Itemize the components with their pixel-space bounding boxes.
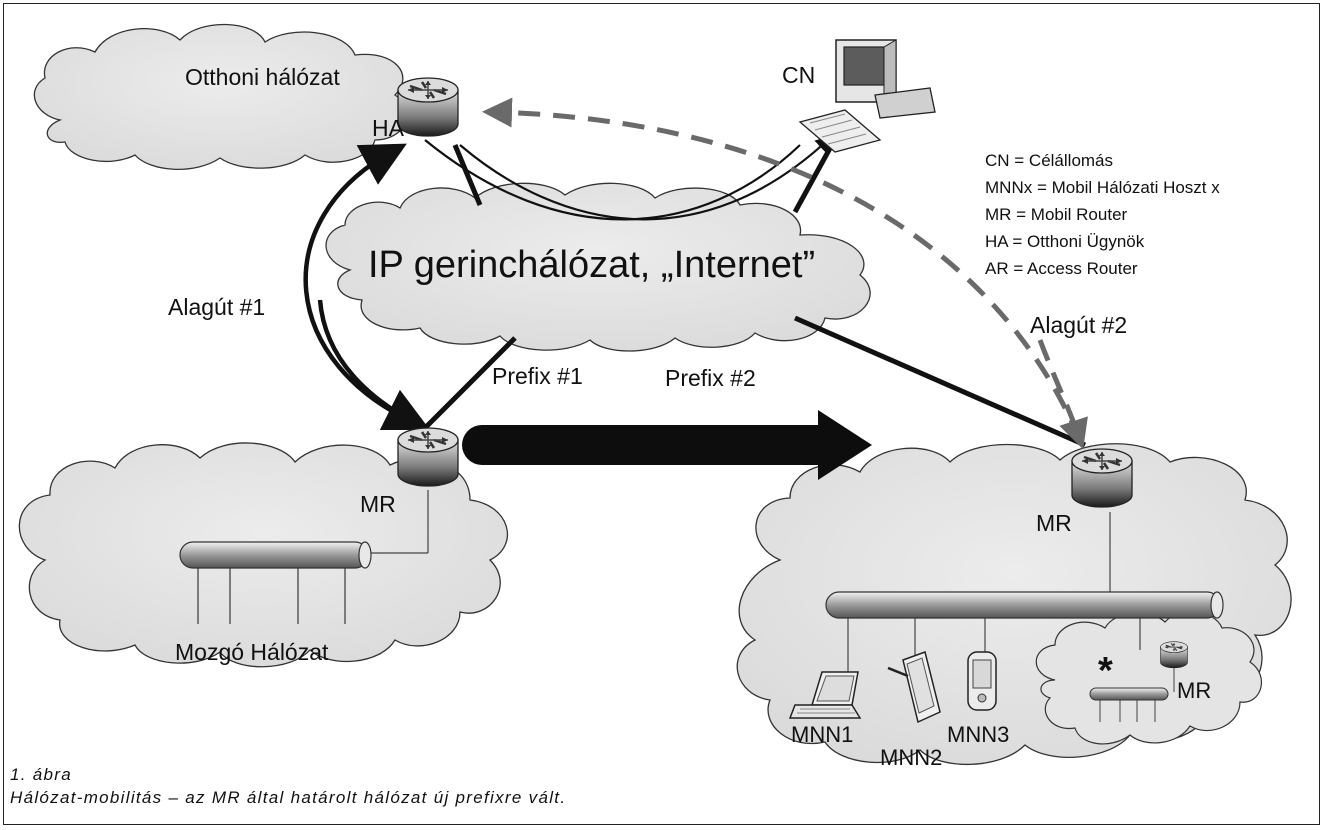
legend-item: MNNx = Mobil Hálózati Hoszt x	[985, 178, 1220, 197]
mr-old-label: MR	[360, 491, 396, 517]
prefix2-label: Prefix #2	[665, 365, 756, 391]
legend: CN = Célállomás MNNx = Mobil Hálózati Ho…	[985, 151, 1220, 278]
lan-segment-nested	[1089, 668, 1175, 722]
mnn3-label: MNN3	[947, 722, 1009, 747]
figure-caption: 1. ábra Hálózat-mobilitás – az MR által …	[10, 763, 566, 809]
tunnel2-label: Alagút #2	[1030, 312, 1127, 338]
nested-network-marker: *	[1098, 650, 1113, 692]
link-prefix1	[423, 336, 517, 430]
router-mr-old-icon	[396, 426, 460, 488]
mr-new-label: MR	[1036, 510, 1072, 536]
laptop-icon	[788, 671, 862, 719]
link-prefix2	[793, 315, 1087, 448]
legend-item: AR = Access Router	[985, 259, 1138, 278]
internet-label: IP gerinchálózat, „Internet”	[368, 244, 815, 286]
movement-arrow	[462, 410, 872, 480]
mr-nested-label: MR	[1177, 678, 1211, 703]
mnn2-label: MNN2	[880, 745, 942, 770]
link-internet-ha-left	[452, 144, 483, 206]
legend-item: CN = Célállomás	[985, 151, 1113, 170]
legend-item: HA = Otthoni Ügynök	[985, 232, 1145, 251]
ha-label: HA	[372, 115, 405, 141]
mnn1-label: MNN1	[791, 722, 853, 747]
pda-icon	[967, 651, 997, 711]
prefix1-label: Prefix #1	[492, 363, 583, 389]
router-mr-new-icon	[1070, 447, 1134, 509]
tunnel2-dashed-arrow	[482, 97, 1083, 441]
home-network-label: Otthoni hálózat	[185, 64, 340, 90]
legend-item: MR = Mobil Router	[985, 205, 1128, 224]
home-network-cloud	[33, 23, 409, 170]
internet-cloud	[325, 182, 871, 352]
path-cn-ha	[424, 139, 801, 221]
figure-caption-text: Hálózat-mobilitás – az MR által határolt…	[10, 788, 567, 807]
mobile-network-label: Mozgó Hálózat	[175, 639, 329, 665]
figure-number: 1. ábra	[10, 765, 73, 784]
router-mr-nested-icon	[1159, 641, 1189, 669]
computer-icon	[798, 39, 936, 153]
cn-label: CN	[782, 62, 815, 88]
lan-segment-new	[825, 512, 1224, 675]
tablet-icon	[887, 651, 941, 724]
tunnel1-label: Alagút #1	[168, 294, 265, 320]
tunnel1-arrow-back	[317, 299, 431, 431]
tunnel2-dashed-arrow-end	[1037, 339, 1088, 450]
router-ha-icon	[396, 76, 460, 138]
nested-mobile-network-cloud	[1035, 610, 1262, 745]
tunnel1-arrow	[303, 143, 421, 428]
figure-frame	[3, 3, 1320, 825]
lan-segment-old	[179, 490, 429, 624]
